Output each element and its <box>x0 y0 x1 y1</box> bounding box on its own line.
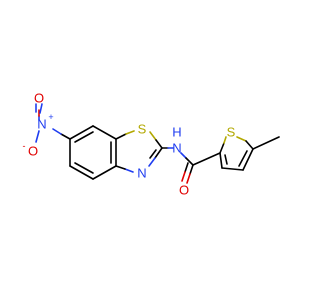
bond-cco-o-o <box>186 173 191 184</box>
bond-c2t-n-n <box>148 157 156 167</box>
molecule-structure-diagram: O - N + O S N N H O S <box>23 91 280 198</box>
bond-cco-o-2-o <box>181 171 186 182</box>
atom-n-nitro: N <box>37 117 46 132</box>
bond-methyl <box>252 136 280 150</box>
bond-c2-s-th-s <box>223 136 227 144</box>
bond-c5-c6 <box>69 165 94 180</box>
bond-s-c5-th <box>245 140 254 150</box>
bond-c1-c2 <box>69 125 94 140</box>
bond-c1-nnitro <box>60 133 71 140</box>
atom-n-amide: N <box>172 141 181 156</box>
bond-n-c4 <box>115 165 126 170</box>
bond-c4-c5 <box>92 165 117 180</box>
bond-c2-c3 <box>92 125 117 140</box>
bond-cco-o <box>189 164 194 175</box>
bond-nnitro-o-n <box>39 103 43 114</box>
bond-c3-s-s <box>125 130 135 135</box>
bond-nnitro-ominus-2 <box>35 130 40 143</box>
atom-o-minus: O <box>28 144 38 159</box>
bond-c2-s-th <box>219 142 225 154</box>
amide-bonds <box>161 147 221 184</box>
atom-o-nitro: O <box>34 91 44 106</box>
bond-c1-nnitro-n <box>52 128 62 135</box>
bond-c3-s <box>115 133 127 140</box>
bond-c3-c2-th-inner <box>224 154 228 165</box>
atom-s-thiazole: S <box>138 122 147 137</box>
bond-c5-c6-inner <box>74 162 94 174</box>
benzene-ring-bonds <box>69 125 117 180</box>
bond-c3-c2-th <box>219 152 223 169</box>
bond-cco-o-2 <box>184 162 189 173</box>
atom-s-thiophene: S <box>227 125 236 140</box>
bond-c2t-n <box>154 147 163 159</box>
atom-o-carbonyl: O <box>179 183 189 198</box>
bond-s-c5-th-s <box>236 136 247 142</box>
charge-plus: + <box>48 112 53 122</box>
charge-minus: - <box>23 141 26 151</box>
bond-cco-cth <box>192 152 221 166</box>
bond-c4-c3-th <box>221 167 244 171</box>
bond-n-c4-n <box>124 168 134 173</box>
bond-c5-c4-th <box>242 148 254 171</box>
bond-s-c2t <box>155 139 163 149</box>
nitro-bonds <box>35 103 71 140</box>
bond-c1-c2-inner <box>74 131 94 143</box>
bond-nh-cco <box>185 157 194 166</box>
atom-n-thiazole: N <box>137 166 146 181</box>
molecule-svg: O - N + O S N N H O S <box>23 91 280 198</box>
bond-s-c2t-s <box>149 131 157 141</box>
thiophene-ring-bonds <box>219 136 280 171</box>
bond-nh-cco-n <box>180 152 187 159</box>
bond-c2t-n-inner <box>149 149 157 159</box>
atom-labels: O - N + O S N N H O S <box>23 91 236 198</box>
atom-h-amide: H <box>172 125 181 140</box>
bond-c5-c4-th-inner <box>238 150 248 167</box>
thiazole-ring-bonds <box>115 130 163 173</box>
